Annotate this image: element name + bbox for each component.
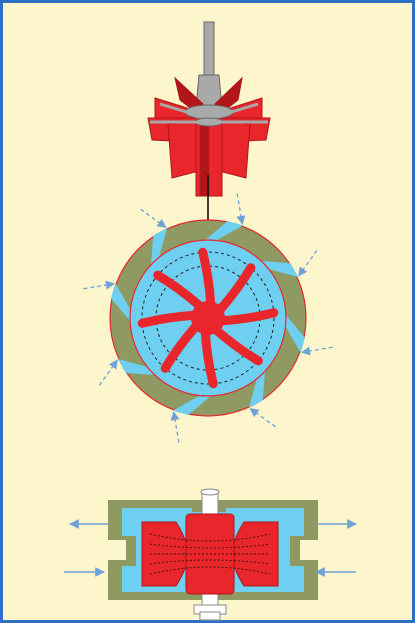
rotor-hub <box>191 301 225 335</box>
shaft-bolt <box>200 612 220 620</box>
hub-plate <box>185 105 233 119</box>
shaft-top-cap <box>201 489 219 495</box>
hub-plate-lower <box>195 118 223 126</box>
shaft-icon <box>204 22 214 77</box>
